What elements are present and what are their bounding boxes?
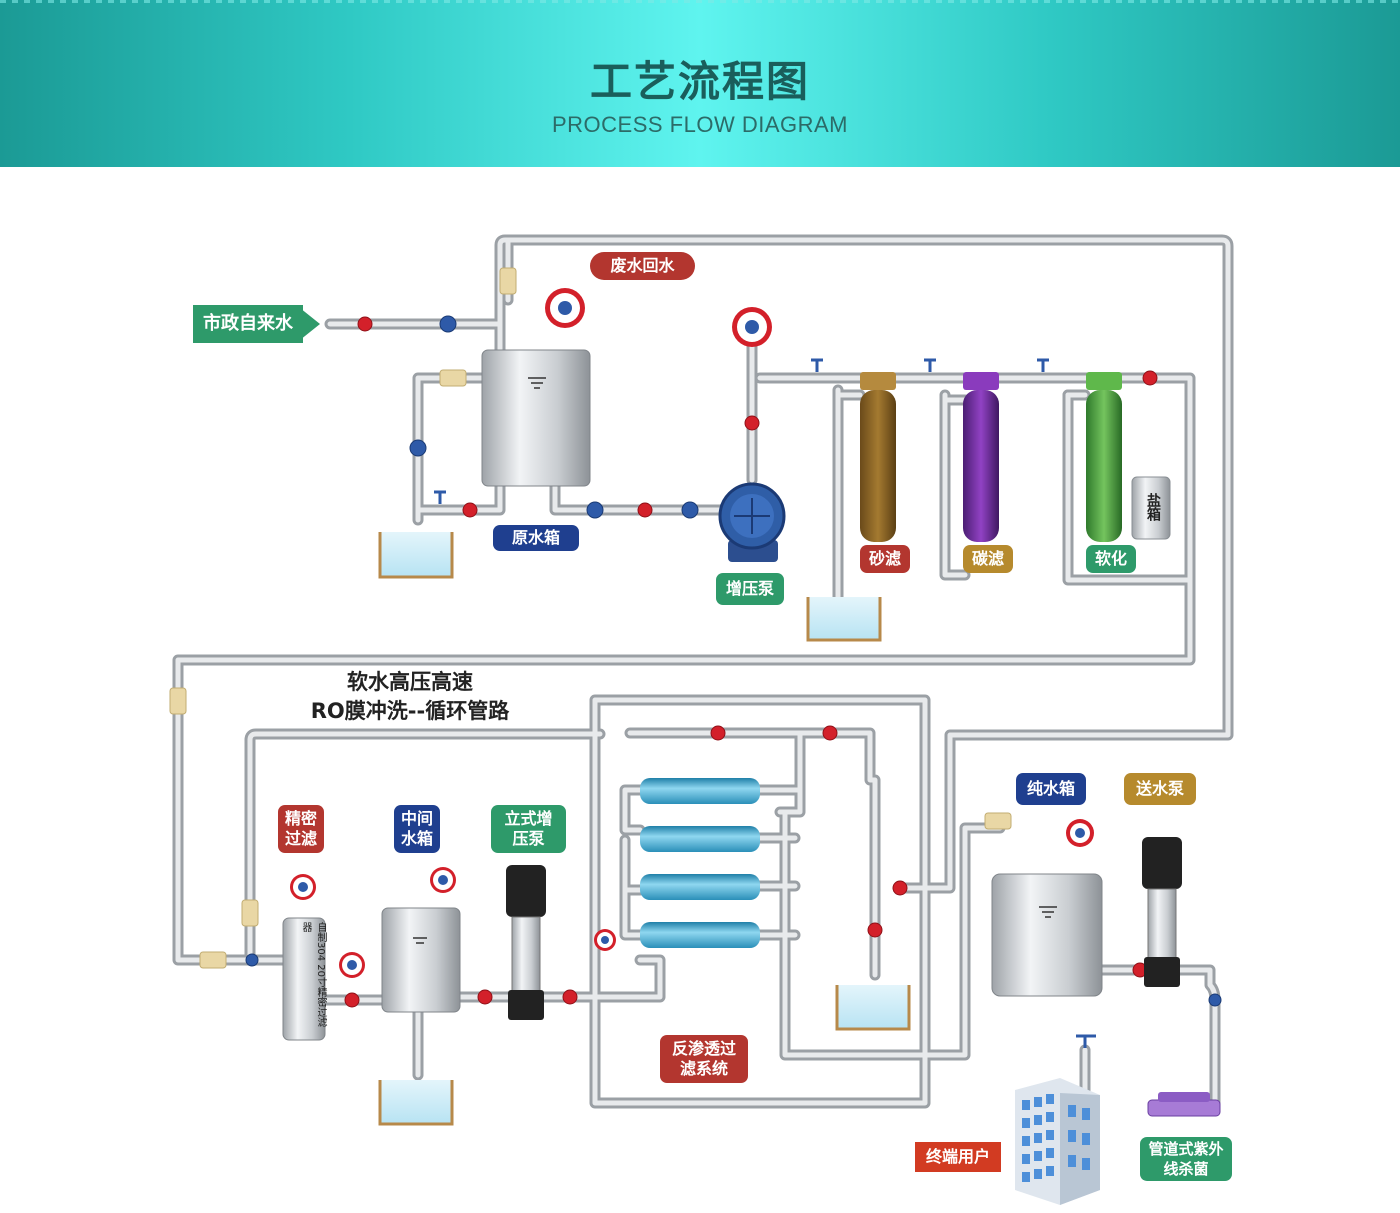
vertical-pump-label: 立式增压泵: [491, 805, 566, 853]
softener-label: 软化: [1086, 545, 1136, 573]
circulation-note-line2: RO膜冲洗--循环管路: [310, 699, 510, 723]
page-title: 工艺流程图: [589, 57, 810, 106]
drain-buckets: [378, 532, 911, 1126]
salt-box: [1131, 476, 1171, 540]
page-subtitle: PROCESS FLOW DIAGRAM: [551, 112, 849, 137]
wastewater-return-label: 废水回水: [590, 252, 695, 280]
middle-tank-label: 中间水箱: [394, 805, 440, 853]
softener-column: [1086, 372, 1122, 542]
salt-box-label: 盐箱: [1145, 493, 1161, 521]
pressure-gauges: [290, 288, 1094, 978]
circulation-note-line1: 软水高压高速: [347, 670, 473, 694]
carbon-filter-column: [963, 372, 999, 542]
process-flow-diagram: [169, 234, 1234, 1205]
booster-pump-label: 增压泵: [716, 573, 784, 605]
sand-filter-label: 砂滤: [860, 545, 910, 573]
ro-system-label: 反渗透过滤系统: [660, 1035, 748, 1083]
ro-membranes: [640, 778, 760, 948]
header-banner: 工艺流程图 PROCESS FLOW DIAGRAM: [0, 0, 1400, 167]
municipal-water-label: 市政自来水: [193, 305, 303, 343]
sand-filter-column: [860, 372, 896, 542]
inlet-arrow: [300, 308, 320, 340]
booster-pump: [718, 482, 786, 562]
pipe-network: [172, 234, 1234, 1111]
pure-water-tank: [991, 873, 1103, 997]
fine-filter-label: 精密过滤: [278, 805, 324, 853]
uv-sterilizer-unit: [1147, 1092, 1221, 1117]
circulation-note: 软水高压高速 RO膜冲洗--循环管路: [270, 668, 550, 726]
delivery-pump-unit: [1142, 837, 1182, 987]
delivery-pump-label: 送水泵: [1124, 773, 1196, 805]
end-user-label: 终端用户: [915, 1142, 1001, 1172]
building-icon: [1015, 1078, 1100, 1205]
pure-tank-label: 纯水箱: [1016, 773, 1086, 805]
middle-tank: [381, 907, 461, 1013]
blue-valves: [245, 315, 1222, 1007]
raw-water-tank: [481, 349, 591, 487]
precision-filter-vessel: [282, 917, 326, 1041]
vertical-booster-pump: [506, 865, 546, 1020]
carbon-filter-label: 碳滤: [963, 545, 1013, 573]
y-strainers: [169, 267, 1012, 969]
raw-water-tank-label: 原水箱: [493, 525, 579, 551]
header-dots: [0, 0, 1400, 3]
tap-handles: [434, 358, 1096, 1048]
filter-vessel-text: 自制304 20寸精密过滤器: [300, 922, 326, 1027]
uv-sterilizer-label: 管道式紫外线杀菌: [1140, 1137, 1232, 1181]
red-valves: [344, 316, 1158, 1008]
